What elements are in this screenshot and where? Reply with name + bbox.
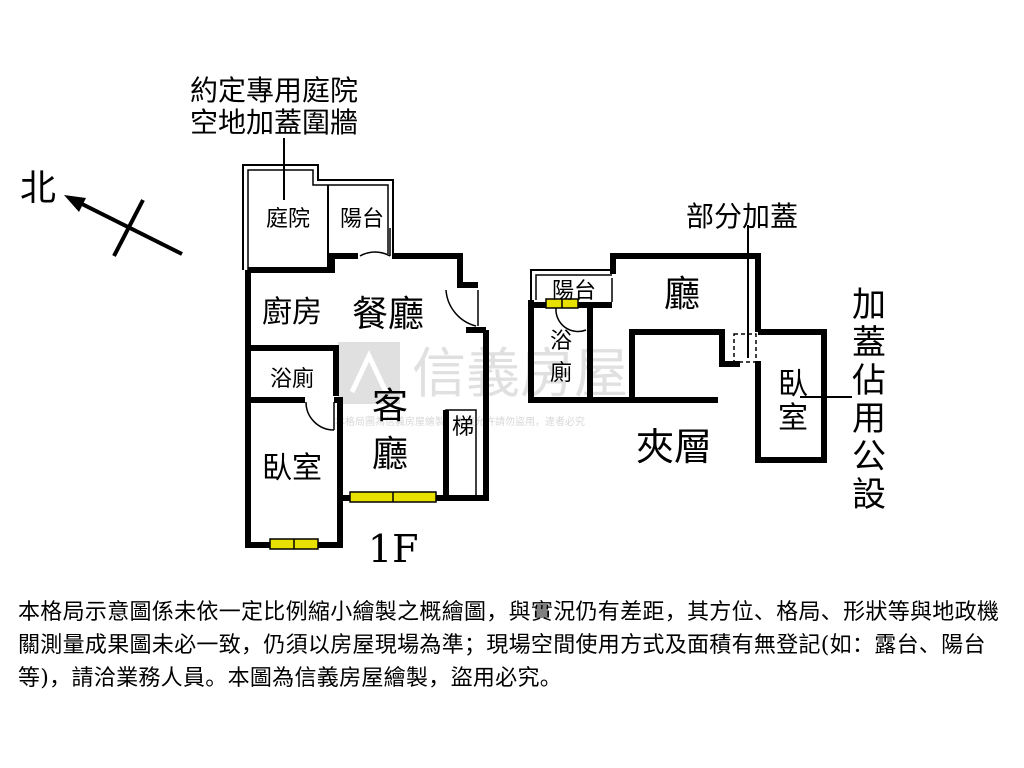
extension-public-char-2: 蓋 [852,323,886,363]
mezzanine-bathroom-label-2: 廁 [550,361,572,386]
north-arrow-icon [64,195,86,212]
north-label: 北 [20,168,56,209]
first-floor-bedroom-label: 臥室 [262,451,322,486]
mezzanine-balcony-wall-inner [535,274,612,300]
compass: 北 [20,168,183,257]
first-floor-plan: 庭院 陽台 廚房 餐廳 浴廁 客 廳 臥室 梯 1F [242,164,489,571]
courtyard-label: 庭院 [266,207,310,232]
compass-crossbar [112,199,145,257]
living-room-label-2: 廳 [372,434,408,475]
bathroom-door [305,401,335,431]
mezzanine-bathroom-door [555,307,587,333]
partial-extension-area [733,333,757,363]
watermark-notice: 本格局圖為信義房屋繪製，未經允許請勿盜用，違者必究 [335,415,585,428]
first-floor-label: 1F [368,527,419,571]
first-floor-windows [269,491,437,550]
partial-extension-label: 部分加蓋 [686,200,798,233]
watermark-brand: 信義房屋 [412,342,628,405]
entrance-door [445,289,477,327]
mezzanine-walls [528,253,827,463]
extension-public-char-5: 公 [852,437,886,477]
extension-public-char-6: 設 [852,475,886,515]
mezzanine-bedroom-label-2: 室 [778,401,808,436]
extension-public-char-3: 佔 [852,361,886,401]
extension-public-char-1: 加 [852,285,886,325]
mezzanine-hall-label: 廳 [664,274,700,315]
balcony-door [359,251,391,257]
stairs [445,409,477,499]
kitchen-label: 廚房 [262,295,322,330]
courtyard-inner-wall [247,169,389,270]
watermark-logo-mark [349,350,389,394]
courtyard-note-line1: 約定專用庭院 [190,74,358,107]
dining-room-label: 餐廳 [352,294,424,335]
mezzanine-balcony-wall [530,269,612,300]
mezzanine-plan: 陽台 廳 浴 廁 臥 室 夾層 部分加蓋 加 蓋 佔 用 公 設 [528,200,886,515]
north-arrow-shaft [71,197,183,256]
first-floor-balcony-label: 陽台 [340,207,384,232]
floor-plan-drawing: 信義房屋 本格局圖為信義房屋繪製，未經允許請勿盜用，違者必究 北 約定專用庭院 … [20,74,886,571]
mezzanine-balcony-label: 陽台 [552,279,596,304]
mezzanine-bathroom-label-1: 浴 [550,329,572,354]
stairs-label: 梯 [452,415,474,440]
courtyard-note-line2: 空地加蓋圍牆 [190,106,358,139]
living-room-label-1: 客 [372,386,408,427]
disclaimer-text: 本格局示意圖係未依一定比例縮小繪製之概繪圖，與實況仍有差距，其方位、格局、形狀等… [18,600,1000,691]
mezzanine-label: 夾層 [636,425,712,469]
mezzanine-bedroom-label-1: 臥 [778,367,808,402]
first-floor-bathroom-label: 浴廁 [270,367,314,392]
extension-public-char-4: 用 [852,399,886,439]
courtyard-outer-wall [242,164,394,270]
